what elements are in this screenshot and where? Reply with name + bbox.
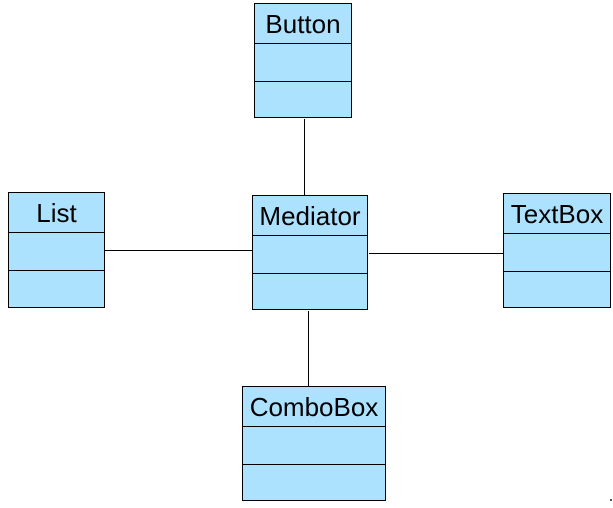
class-operations-compartment <box>255 81 351 117</box>
association-line-mediator-list[interactable] <box>105 250 252 251</box>
class-attributes-compartment <box>253 235 367 273</box>
class-name-label: Mediator <box>259 200 361 231</box>
class-name-label: List <box>36 197 77 228</box>
class-operations-compartment <box>243 464 385 500</box>
class-name-compartment: List <box>9 193 104 232</box>
class-name-compartment: Button <box>255 4 351 43</box>
class-name-compartment: TextBox <box>504 194 610 233</box>
association-line-mediator-button[interactable] <box>304 119 305 195</box>
class-box-list[interactable]: List <box>8 192 105 308</box>
class-name-label: Button <box>265 8 341 39</box>
artifact-dot <box>610 499 612 501</box>
class-name-compartment: Mediator <box>253 196 367 235</box>
association-line-mediator-combobox[interactable] <box>308 311 309 386</box>
class-box-mediator[interactable]: Mediator <box>252 195 368 310</box>
class-name-label: ComboBox <box>249 391 379 422</box>
class-operations-compartment <box>9 270 104 307</box>
class-name-label: TextBox <box>510 198 604 229</box>
class-attributes-compartment <box>243 426 385 464</box>
class-box-textbox[interactable]: TextBox <box>503 193 611 308</box>
association-line-mediator-textbox[interactable] <box>369 253 503 254</box>
class-operations-compartment <box>253 273 367 309</box>
class-box-button[interactable]: Button <box>254 3 352 118</box>
class-box-combobox[interactable]: ComboBox <box>242 386 386 501</box>
class-operations-compartment <box>504 271 610 307</box>
class-attributes-compartment <box>504 233 610 271</box>
class-attributes-compartment <box>255 43 351 81</box>
class-attributes-compartment <box>9 232 104 270</box>
class-name-compartment: ComboBox <box>243 387 385 426</box>
